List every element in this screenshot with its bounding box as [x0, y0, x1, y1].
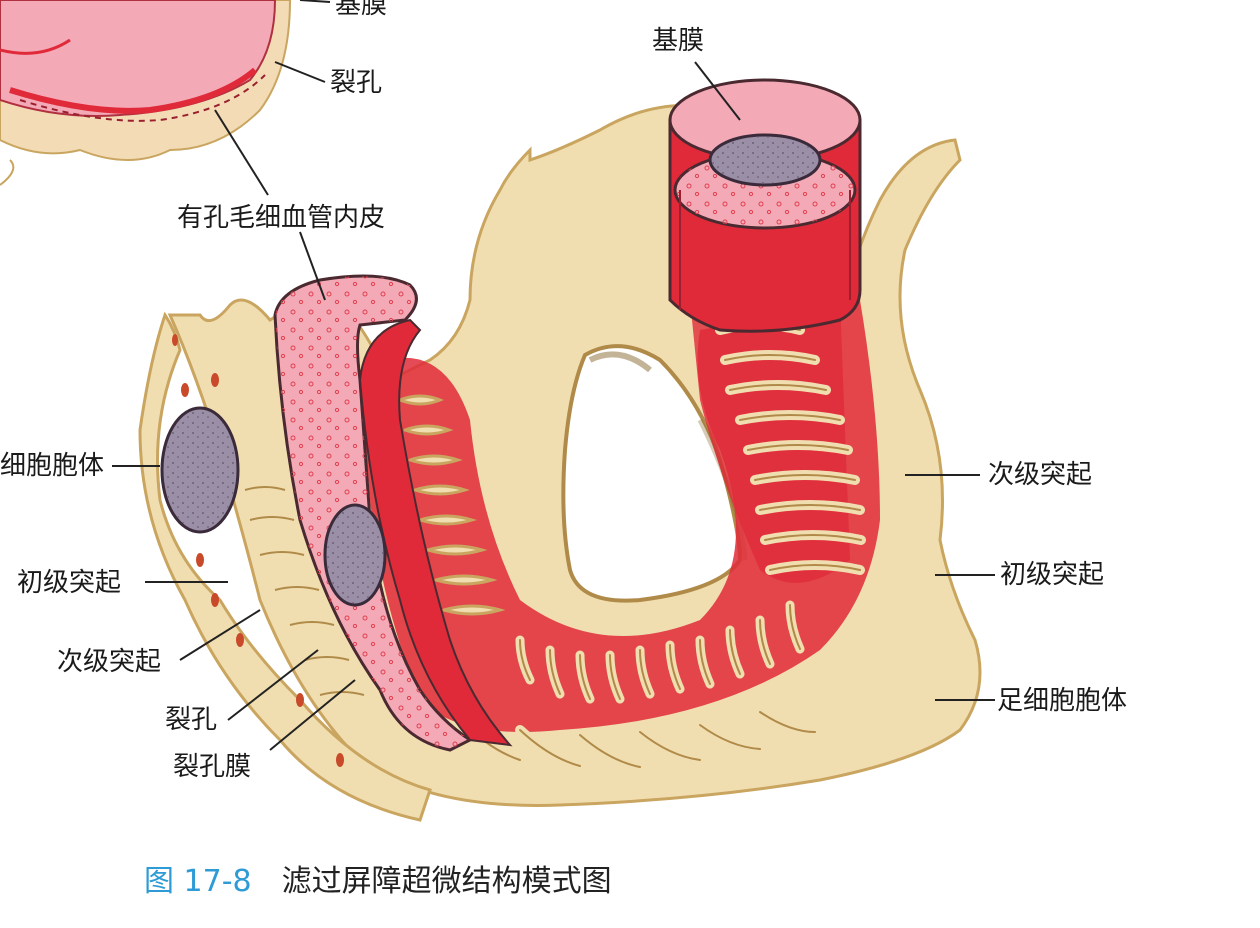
label-secondary-process-left: 次级突起	[57, 647, 162, 677]
label-basement-membrane-inset: 基膜	[335, 0, 388, 20]
label-slit-inset: 裂孔	[330, 68, 383, 98]
endothelium-roll	[273, 274, 513, 752]
capillary-cylinder	[668, 78, 862, 333]
label-slit-membrane: 裂孔膜	[173, 752, 252, 782]
figure-title: 滤过屏障超微结构模式图	[281, 864, 612, 899]
figure-number: 图 17-8	[144, 864, 252, 899]
figure-caption: 图 17-8 滤过屏障超微结构模式图	[144, 856, 612, 900]
inset-capillary	[0, 0, 292, 186]
label-primary-process-left: 初级突起	[17, 568, 122, 598]
label-fenestrated-endothelium: 有孔毛细血管内皮	[177, 203, 386, 233]
label-primary-process-right: 初级突起	[1000, 560, 1105, 590]
label-podocyte-body-right: 足细胞胞体	[997, 686, 1128, 716]
leader-lines	[112, 0, 995, 751]
secondary-processes	[398, 320, 866, 772]
label-basement-membrane-top: 基膜	[652, 26, 705, 56]
label-slit-left: 裂孔	[165, 705, 218, 735]
label-secondary-process-right: 次级突起	[988, 460, 1093, 490]
capillary-lumen	[360, 300, 880, 732]
left-podocyte	[138, 311, 432, 822]
label-podocyte-body-left: 细胞胞体	[0, 451, 105, 481]
